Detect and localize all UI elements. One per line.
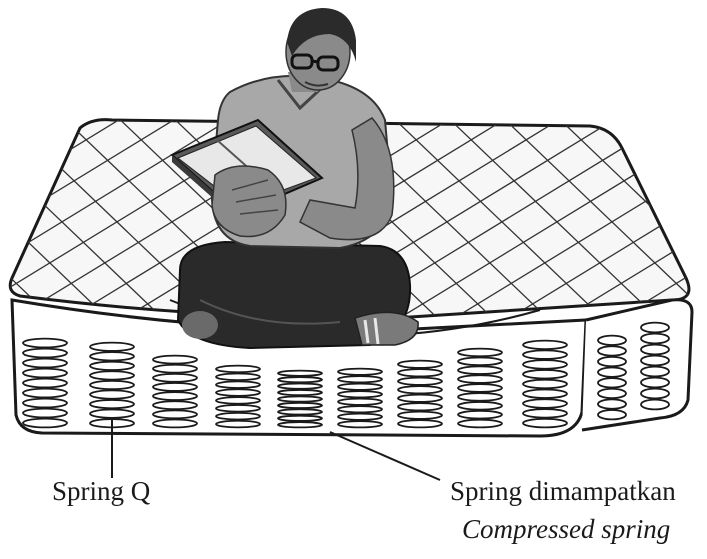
coil-spring-icon <box>337 367 383 429</box>
quilt-line <box>10 119 136 319</box>
coil-spring-icon <box>397 359 443 429</box>
spring-row-right <box>597 321 670 421</box>
quilt-line <box>494 119 689 319</box>
coil-spring-icon <box>522 339 568 429</box>
label-compressed-en: Compressed spring <box>462 514 671 544</box>
quilt-line <box>10 119 191 319</box>
quilt-line <box>10 119 11 319</box>
glasses-icon <box>290 53 340 72</box>
quilt-line <box>10 119 121 319</box>
quilt-line <box>10 119 246 319</box>
quilt-line <box>544 119 689 319</box>
coil-spring-icon <box>277 369 323 429</box>
quilt-line <box>10 119 176 319</box>
coil-spring-icon <box>152 354 198 429</box>
leader-line-compressed <box>329 431 441 481</box>
quilt-line <box>439 119 671 319</box>
label-spring-q: Spring Q <box>52 476 151 506</box>
left-foot <box>182 311 218 339</box>
quilt-line <box>384 119 616 319</box>
label-compressed-ms: Spring dimampatkan <box>450 476 676 506</box>
right-foot <box>354 311 419 346</box>
spring-row <box>22 337 568 429</box>
person-reading-icon <box>170 8 419 350</box>
quilt-line <box>10 119 66 319</box>
coil-spring-icon <box>22 337 68 429</box>
coil-spring-icon <box>457 347 503 429</box>
coil-spring-icon <box>640 321 670 411</box>
hair <box>287 8 356 62</box>
quilt-line <box>599 119 689 319</box>
trousers <box>176 240 412 350</box>
quilt-line <box>434 119 689 319</box>
mattress-right-end <box>581 298 694 432</box>
coil-spring-icon <box>597 334 627 421</box>
coil-spring-icon <box>89 341 135 429</box>
coil-spring-icon <box>215 364 261 429</box>
